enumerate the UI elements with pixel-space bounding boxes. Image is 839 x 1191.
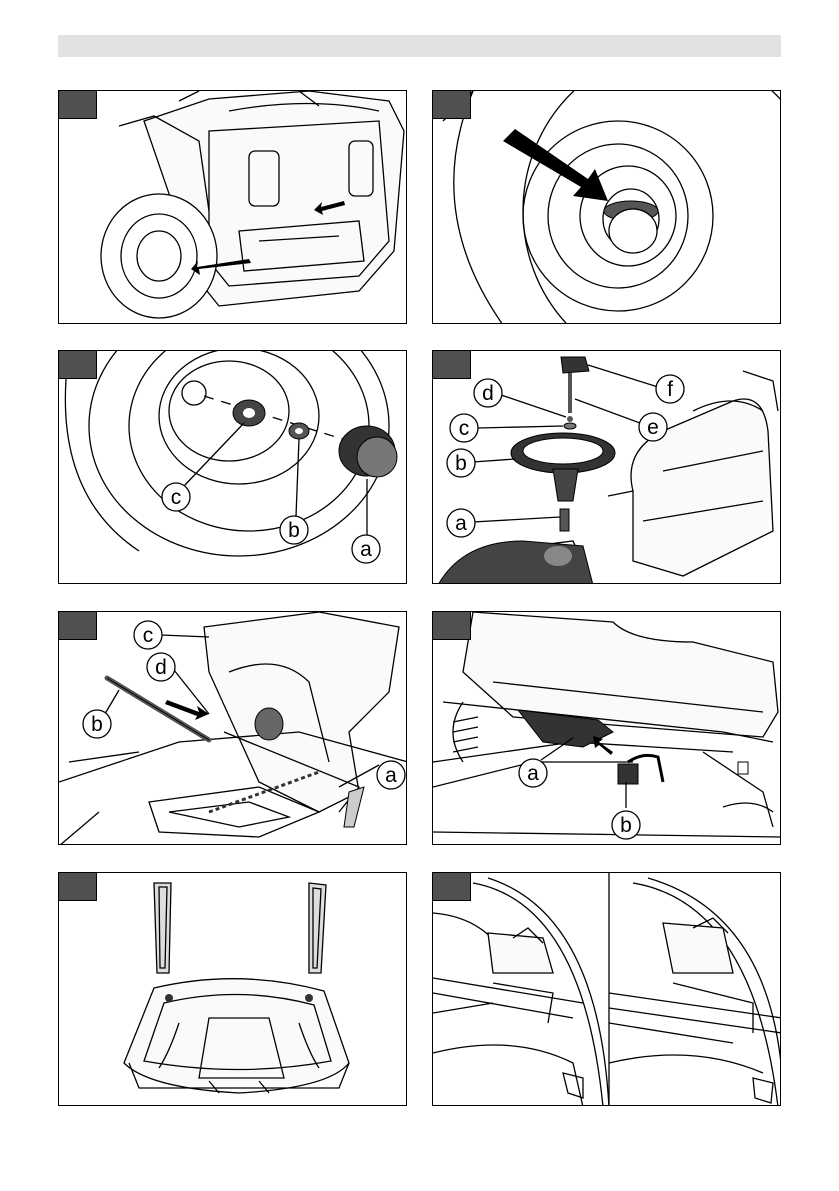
callout-d: d <box>482 382 494 405</box>
callout-a: a <box>385 764 397 787</box>
callout-d: d <box>155 656 167 679</box>
figure-7 <box>58 872 407 1106</box>
callout-c: c <box>171 486 182 509</box>
callout-a: a <box>527 762 539 785</box>
figure-4-number-tab <box>432 350 471 379</box>
figure-8 <box>432 872 781 1106</box>
callout-b: b <box>288 519 300 542</box>
figure-1-number-tab <box>58 90 97 119</box>
figure-6: a b <box>432 611 781 845</box>
figure-3-illustration: c b a <box>59 351 407 584</box>
figure-5-number-tab <box>58 611 97 640</box>
figure-7-illustration <box>59 873 407 1106</box>
callout-f: f <box>667 378 673 401</box>
callout-c: c <box>459 417 470 440</box>
figure-8-number-tab <box>432 872 471 901</box>
figure-1 <box>58 90 407 324</box>
figure-2-number-tab <box>432 90 471 119</box>
figure-5-illustration: c d b a <box>59 612 407 845</box>
callout-c: c <box>143 624 154 647</box>
figure-4: d c b a f e <box>432 350 781 584</box>
callout-e: e <box>647 416 659 439</box>
header-bar <box>58 35 781 57</box>
figure-3: c b a <box>58 350 407 584</box>
callout-b: b <box>455 452 467 475</box>
callout-b: b <box>620 814 632 837</box>
figure-6-number-tab <box>432 611 471 640</box>
figure-6-illustration: a b <box>433 612 781 845</box>
figure-8-illustration <box>433 873 781 1106</box>
figure-3-number-tab <box>58 350 97 379</box>
figure-2-illustration <box>433 91 781 324</box>
figure-5: c d b a <box>58 611 407 845</box>
figure-1-illustration <box>59 91 407 324</box>
figure-2 <box>432 90 781 324</box>
callout-a: a <box>360 538 372 561</box>
callout-a: a <box>455 512 467 535</box>
figure-7-number-tab <box>58 872 97 901</box>
callout-b: b <box>91 713 103 736</box>
figure-4-illustration: d c b a f e <box>433 351 781 584</box>
